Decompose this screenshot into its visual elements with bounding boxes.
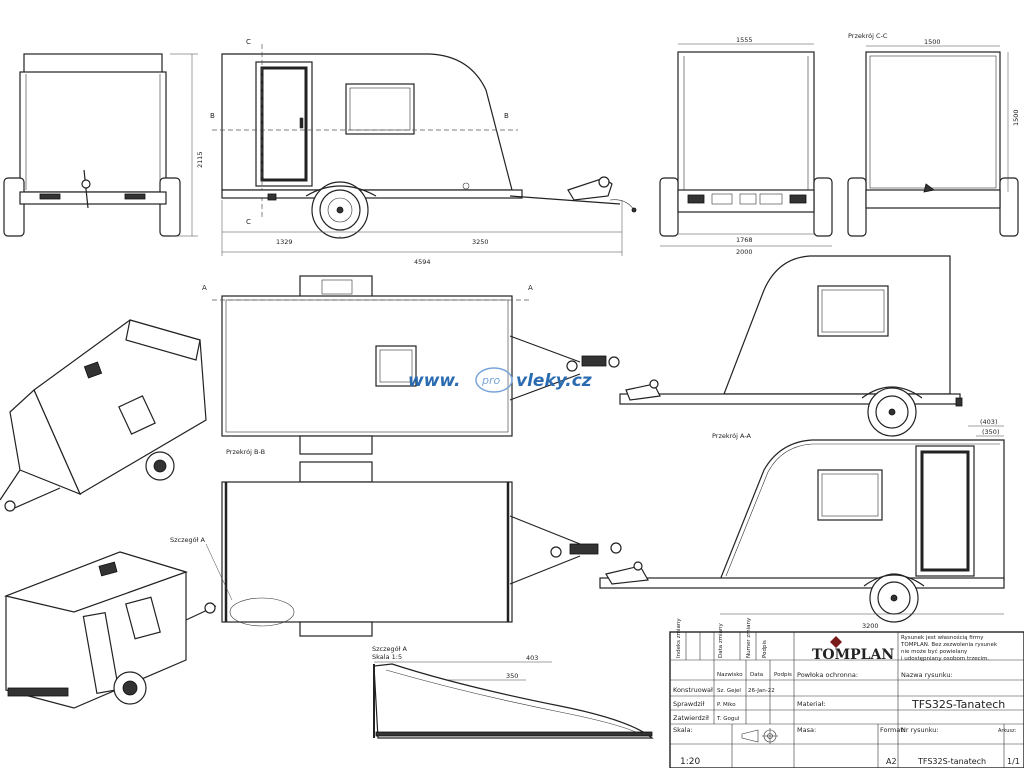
rev-header-1: Data zmiany — [718, 622, 724, 658]
format-value: A2 — [886, 757, 897, 766]
section-aa-label: Przekrój A-A — [712, 432, 752, 440]
front-view: 2115 — [3, 53, 204, 237]
rev-header-2: Numer zmiany — [746, 617, 752, 658]
rev-header-0: Indeks zmiany — [676, 618, 682, 658]
col-header-name: Nazwisko — [717, 672, 743, 678]
section-a-right: A — [528, 284, 533, 292]
section-c-bottom: C — [246, 218, 251, 226]
role-0-name: Sz. Gejel — [717, 688, 741, 694]
role-2-name: T. Gogul — [716, 716, 740, 722]
dim-1555: 1555 — [736, 36, 753, 44]
drawing-no-label: Nr rysunku: — [901, 726, 939, 734]
iso-view-top — [0, 319, 207, 512]
scale-value: 1:20 — [680, 757, 700, 767]
role-0-date: 26-Jan-22 — [748, 688, 775, 694]
rev-header-3: Podpis — [762, 640, 768, 658]
dim-350: 350 — [506, 672, 518, 680]
notice-line-1: TOMPLAN. Bez zezwolenia rysunek — [900, 642, 998, 648]
role-1: Sprawdził — [673, 700, 705, 708]
dim-2000: 2000 — [736, 248, 753, 256]
watermark-www: www. — [408, 371, 461, 391]
title-block: Indeks zmiany Data zmiany Numer zmiany P… — [669, 617, 1024, 768]
detail-a-label: Szczegół A — [170, 536, 206, 544]
side-view: B B C C 1329 3250 4594 — [210, 38, 637, 266]
dim-1329: 1329 — [276, 238, 293, 246]
notice-line-3: i udostępniany osobom trzecim. — [901, 656, 990, 662]
role-2: Zatwierdził — [673, 714, 709, 722]
dim-height-2115: 2115 — [196, 151, 204, 168]
scale-label: Skala: — [673, 726, 693, 734]
format-label: Format: — [880, 726, 905, 734]
dim-3200: 3200 — [862, 622, 879, 630]
section-c-top: C — [246, 38, 251, 46]
rear-view: 1555 1768 2000 — [659, 36, 833, 256]
detail-a-view: Szczegół A Skala 1:5 403 350 — [372, 645, 654, 739]
watermark: www. pro vleky.cz — [408, 367, 592, 393]
sheet-value: 1/1 — [1007, 757, 1020, 766]
section-b-right: B — [504, 112, 509, 120]
projection-symbol-icon — [741, 728, 778, 744]
notice-line-0: Rysunek jest własnością firmy — [901, 634, 984, 641]
dim-1500-h: 1500 — [1012, 109, 1020, 126]
drawing-name: TFS32S-Tanatech — [911, 698, 1005, 711]
dim-1500-w: 1500 — [924, 38, 941, 46]
dim-403: 403 — [526, 654, 538, 662]
mass-label: Masa: — [797, 726, 816, 734]
dim-350-paren: (350) — [982, 428, 999, 436]
section-aa-view: Przekrój A-A 3200 (403) (350) — [599, 418, 1005, 630]
company-logo-text: TOMPLAN — [812, 647, 894, 663]
detail-title: Szczegół A — [372, 645, 408, 653]
sheet-label: Arkusz: — [998, 728, 1017, 734]
col-header-date: Data — [750, 672, 763, 678]
material-label: Materiał: — [797, 700, 826, 708]
section-bb-view: Przekrój B-B Szczegół A — [170, 448, 622, 637]
dim-1768: 1768 — [736, 236, 753, 244]
watermark-domain: vleky.cz — [516, 371, 592, 391]
role-0: Konstruował — [673, 686, 713, 694]
coating-label: Powłoka ochronna: — [797, 671, 858, 679]
section-cc-view: Przekrój C-C 1500 1500 — [847, 32, 1020, 237]
section-cc-label: Przekrój C-C — [848, 32, 888, 40]
drawing-no-value: TFS32S-tanatech — [917, 757, 986, 766]
role-1-name: P. Miko — [717, 702, 736, 708]
watermark-pro: pro — [481, 374, 501, 387]
side-view-right — [619, 255, 963, 437]
dim-4594: 4594 — [414, 258, 431, 266]
notice-line-2: nie może być powielany — [901, 648, 968, 655]
col-header-sign: Podpis — [774, 672, 792, 678]
detail-scale: Skala 1:5 — [372, 653, 402, 661]
dim-403-paren: (403) — [980, 418, 997, 426]
dim-3250: 3250 — [472, 238, 489, 246]
section-bb-label: Przekrój B-B — [226, 448, 265, 456]
iso-view-bottom — [3, 551, 217, 709]
top-view: A A — [202, 275, 620, 455]
drawing-name-label: Nazwa rysunku: — [901, 671, 953, 679]
section-b-left: B — [210, 112, 215, 120]
section-a-left: A — [202, 284, 207, 292]
